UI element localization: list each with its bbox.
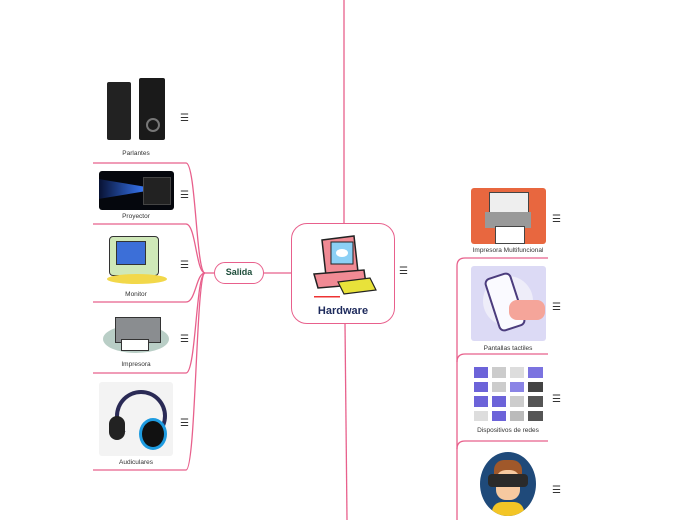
menu-icon[interactable]: ☰ <box>180 260 189 271</box>
menu-icon[interactable]: ☰ <box>552 214 561 225</box>
connector-pantallas <box>456 257 548 520</box>
menu-icon[interactable]: ☰ <box>552 394 561 405</box>
node-impresora[interactable]: Impresora <box>93 311 179 368</box>
connector-monitor <box>93 272 206 303</box>
node-dispositivos-de-redes[interactable]: Dispositivos de redes <box>463 364 553 434</box>
connector-bottom <box>344 323 348 520</box>
menu-icon[interactable]: ☰ <box>180 113 189 124</box>
node-audiculares[interactable]: Audiculares <box>93 382 179 466</box>
node-proyector[interactable]: Proyector <box>93 171 179 220</box>
vr-headset-icon <box>480 452 536 516</box>
menu-icon[interactable]: ☰ <box>180 190 189 201</box>
touchscreen-icon <box>470 266 546 341</box>
connector-vr <box>456 440 548 450</box>
monitor-icon <box>99 232 174 287</box>
item-label: Dispositivos de redes <box>477 427 539 434</box>
connector-parlantes <box>93 162 206 274</box>
item-label: Audiculares <box>119 459 153 466</box>
node-pantallas-tactiles[interactable]: Pantallas tactiles <box>463 266 553 352</box>
item-label: Parlantes <box>122 150 150 157</box>
node-realidad-virtual[interactable] <box>463 452 553 519</box>
central-menu-icon[interactable]: ☰ <box>399 266 408 277</box>
connector-impresora <box>93 272 206 374</box>
item-label: Pantallas tactiles <box>483 345 533 352</box>
computer-icon <box>313 235 377 298</box>
item-label: Monitor <box>125 291 147 298</box>
network-devices-icon <box>471 364 546 424</box>
projector-icon <box>98 171 174 210</box>
printer-icon <box>101 311 171 357</box>
item-label: Impresora Multifuncional <box>472 247 544 254</box>
menu-icon[interactable]: ☰ <box>552 302 561 313</box>
node-impresora-multifuncional[interactable]: Impresora Multifuncional <box>463 188 553 254</box>
connector-redes <box>456 353 548 363</box>
connector-audiculares <box>93 272 206 471</box>
menu-icon[interactable]: ☰ <box>180 418 189 429</box>
branch-node-salida[interactable]: Salida <box>214 262 264 284</box>
headphones-icon <box>99 382 173 456</box>
menu-icon[interactable]: ☰ <box>552 485 561 496</box>
multifunction-printer-icon <box>470 188 546 244</box>
central-title: Hardware <box>317 305 369 317</box>
node-parlantes[interactable]: Parlantes <box>93 76 179 157</box>
central-node-hardware[interactable]: Hardware <box>291 223 395 324</box>
connector-proyector <box>93 223 206 274</box>
item-label: Impresora <box>121 361 151 368</box>
menu-icon[interactable]: ☰ <box>180 334 189 345</box>
node-monitor[interactable]: Monitor <box>93 232 179 298</box>
speakers-icon <box>101 76 171 146</box>
item-label: Proyector <box>122 213 150 220</box>
